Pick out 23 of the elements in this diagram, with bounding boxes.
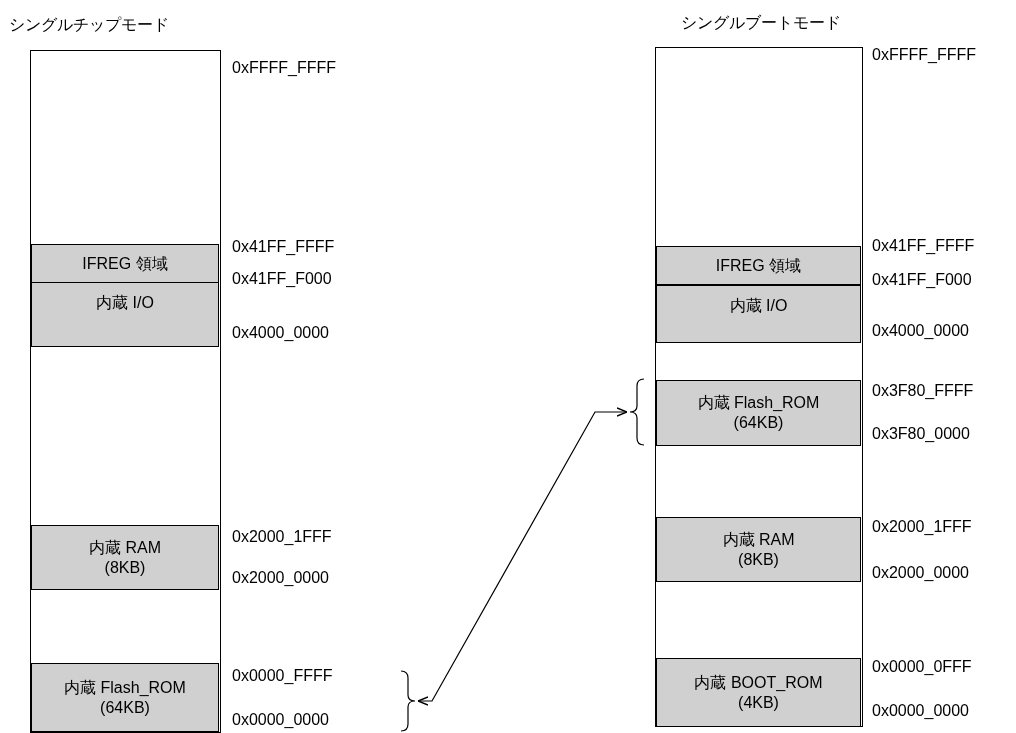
address-label: 0x4000_0000 [872,322,969,340]
address-label: 0x41FF_F000 [872,271,972,289]
address-label: 0x41FF_FFFF [232,238,335,256]
address-label: 0x41FF_FFFF [872,237,975,255]
address-label: 0x4000_0000 [232,324,329,342]
memory-region: 内蔵 RAM (8KB) [31,525,219,590]
memory-region: 内蔵 I/O [31,282,219,347]
memory-region: 内蔵 Flash_ROM (64KB) [31,663,219,732]
memory-region: IFREG 領域 [31,244,219,283]
memory-region: IFREG 領域 [656,246,861,285]
arrow [417,407,628,706]
memory-region: 内蔵 RAM (8KB) [656,517,861,582]
address-label: 0xFFFF_FFFF [872,46,976,64]
map-title: シングルチップモード [9,15,169,35]
address-label: 0xFFFF_FFFF [232,59,336,77]
memory-region: 内蔵 Flash_ROM (64KB) [656,380,861,446]
brace [629,378,645,446]
address-label: 0x3F80_FFFF [872,382,974,400]
address-label: 0x41FF_F000 [232,270,332,288]
brace [400,670,416,732]
memory-region: 内蔵 I/O [656,285,861,343]
memory-region: 内蔵 BOOT_ROM (4KB) [656,658,861,727]
map-title: シングルブートモード [681,13,841,33]
